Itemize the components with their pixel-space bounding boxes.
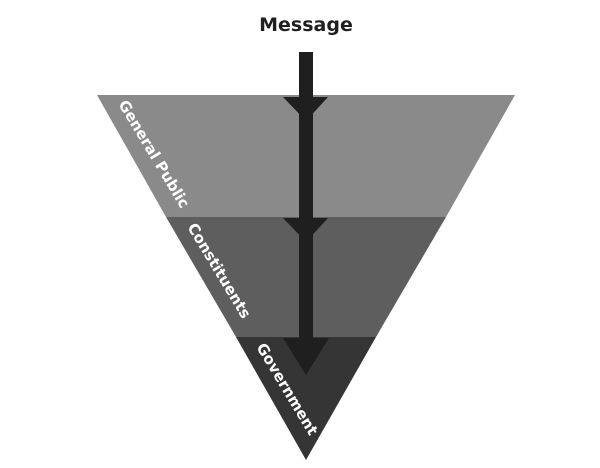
arrowhead-constituents (283, 218, 328, 242)
message-title: Message (259, 14, 353, 36)
arrowhead-government (283, 338, 329, 375)
layer-government (236, 337, 376, 460)
arrow-shaft (299, 52, 313, 352)
arrowhead-general-public (283, 97, 328, 121)
